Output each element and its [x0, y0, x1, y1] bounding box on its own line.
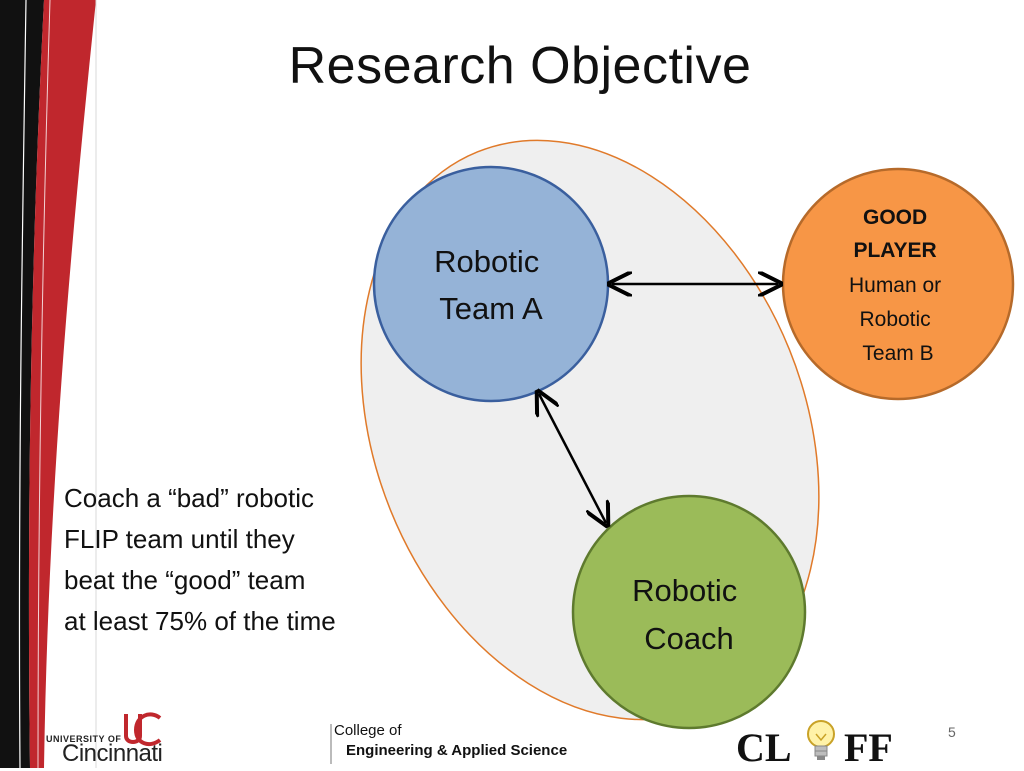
node-robotic-team-a: Robotic Team A	[372, 165, 610, 403]
cliff-logo-left: CL	[736, 725, 792, 770]
svg-text:GOOD PLAYER Hu: GOOD PLAYER Human or Robotic Team B	[849, 206, 947, 365]
page-number: 5	[948, 724, 956, 740]
coach-label-line2: Coach	[644, 621, 734, 656]
college-logo-line1: College of	[334, 722, 402, 739]
objective-line-1: Coach a “bad” robotic	[64, 483, 315, 513]
cliff-logo-right: FF	[844, 725, 893, 770]
slide-title: Research Objective	[288, 37, 752, 95]
lightbulb-icon	[807, 720, 835, 760]
cliff-logo: CL FF	[736, 718, 916, 770]
team-a-label-line1: Robotic	[434, 244, 539, 279]
good-player-label-line1: GOOD	[863, 206, 927, 229]
node-good-player: GOOD PLAYER Human or Robotic Team B	[781, 167, 1015, 401]
good-player-label-line3: Human or	[849, 274, 941, 297]
uc-mark-icon	[124, 712, 162, 747]
objective-line-2: FLIP team until they	[64, 524, 295, 554]
team-a-label-line2: Team A	[439, 291, 543, 326]
college-logo: College of Engineering & Applied Science	[330, 722, 580, 766]
arrow-team-a-to-coach	[539, 394, 606, 523]
uc-logo-small-text: UNIVERSITY OF	[46, 734, 122, 744]
objective-text: Coach a “bad” robotic FLIP team until th…	[64, 478, 404, 642]
uc-logo: UNIVERSITY OF Cincinnati	[40, 710, 170, 767]
good-player-label-line4: Robotic	[859, 308, 930, 331]
decorative-left-band	[0, 0, 97, 768]
college-logo-rule	[330, 724, 332, 764]
good-player-label-line2: PLAYER	[853, 239, 936, 262]
svg-text:Robotic Coach: Robotic Coach	[632, 573, 746, 656]
college-logo-line2: Engineering & Applied Science	[346, 742, 568, 759]
objective-line-3: beat the “good” team	[64, 565, 306, 595]
good-player-label-line5: Team B	[862, 342, 933, 365]
objective-line-4: at least 75% of the time	[64, 606, 336, 636]
coach-label-line1: Robotic	[632, 573, 737, 608]
node-robotic-coach: Robotic Coach	[571, 494, 807, 730]
svg-text:Robotic Team A: Robotic Team A	[434, 244, 548, 326]
